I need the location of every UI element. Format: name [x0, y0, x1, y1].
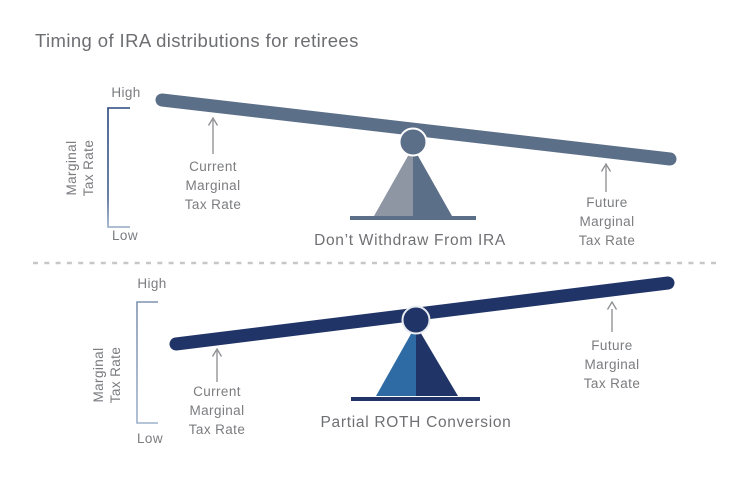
pivot-circle: [401, 305, 431, 335]
axis-bracket: [136, 301, 158, 424]
current-rate-label: Current Marginal Tax Rate: [184, 159, 242, 212]
panel-partial-roth: [136, 276, 675, 424]
fulcrum-right-half: [413, 147, 452, 216]
up-arrow-icon: [211, 347, 223, 382]
up-arrow-icon: [207, 116, 219, 154]
panel-caption: Don’t Withdraw From IRA: [314, 232, 506, 249]
fulcrum-left-half: [374, 147, 413, 216]
up-arrow-icon: [606, 300, 618, 332]
pivot-circle: [398, 127, 428, 157]
axis-title: Marginal Tax Rate: [91, 346, 123, 404]
axis-high-label: High: [137, 276, 167, 291]
up-arrow-icon: [600, 162, 612, 192]
axis-title: Marginal Tax Rate: [64, 139, 96, 197]
future-rate-label: Future Marginal Tax Rate: [583, 338, 641, 391]
panel-caption: Partial ROTH Conversion: [320, 414, 512, 431]
axis-bracket: [107, 107, 130, 228]
axis-high-label: High: [111, 85, 141, 100]
axis-low-label: Low: [137, 431, 163, 446]
fulcrum-left-half: [376, 325, 416, 396]
page-title: Timing of IRA distributions for retirees: [35, 30, 359, 51]
panel-dont-withdraw: [107, 93, 677, 228]
current-rate-label: Current Marginal Tax Rate: [188, 384, 246, 437]
future-rate-label: Future Marginal Tax Rate: [578, 195, 636, 248]
fulcrum-right-half: [416, 325, 458, 396]
axis-low-label: Low: [112, 228, 138, 243]
